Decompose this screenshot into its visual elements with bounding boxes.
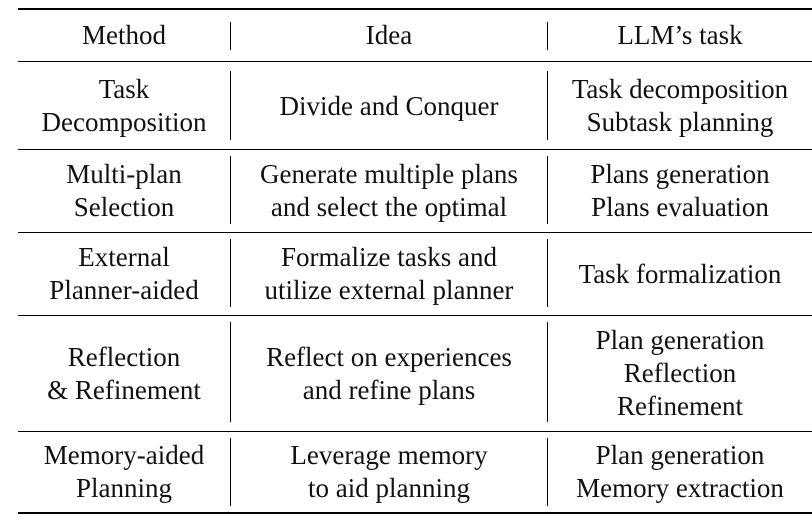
row-5-task: Plan generation Memory extraction xyxy=(576,440,784,503)
bottom-rule xyxy=(18,512,812,514)
row-2-method: Multi-plan Selection xyxy=(66,159,182,222)
header-method: Method xyxy=(82,19,166,50)
top-rule xyxy=(18,8,812,10)
row-rule-2 xyxy=(18,232,812,233)
col-separator xyxy=(230,438,231,506)
col-separator xyxy=(547,438,548,506)
row-4-task: Plan generation Reflection Refinement xyxy=(595,325,765,421)
row-3-idea: Formalize tasks and utilize external pla… xyxy=(264,242,514,305)
row-5-idea: Leverage memory to aid planning xyxy=(290,440,488,503)
row-4-idea: Reflect on experiences and refine plans xyxy=(266,341,512,405)
col-separator xyxy=(230,22,231,50)
col-separator xyxy=(547,22,548,50)
row-2-task: Plans generation Plans evaluation xyxy=(590,159,770,222)
row-2-idea: Generate multiple plans and select the o… xyxy=(260,159,518,222)
col-separator xyxy=(547,239,548,307)
col-separator xyxy=(547,156,548,224)
row-rule-4 xyxy=(18,431,812,432)
col-separator xyxy=(230,156,231,224)
header-llm-task: LLM’s task xyxy=(617,19,743,50)
row-1-method: Task Decomposition xyxy=(41,74,207,137)
col-separator xyxy=(547,71,548,140)
row-1-task: Task decomposition Subtask planning xyxy=(571,74,789,137)
row-5-method: Memory-aided Planning xyxy=(43,440,205,503)
col-separator xyxy=(230,322,231,422)
row-rule-3 xyxy=(18,315,812,316)
header-idea: Idea xyxy=(365,19,413,50)
col-separator xyxy=(547,322,548,422)
header-rule xyxy=(18,61,812,62)
row-3-task: Task formalization xyxy=(578,258,782,289)
row-3-method: External Planner-aided xyxy=(49,242,199,305)
col-separator xyxy=(230,239,231,307)
row-1-idea: Divide and Conquer xyxy=(279,90,499,121)
col-separator xyxy=(230,71,231,140)
row-rule-1 xyxy=(18,149,812,150)
row-4-method: Reflection & Refinement xyxy=(47,341,201,405)
